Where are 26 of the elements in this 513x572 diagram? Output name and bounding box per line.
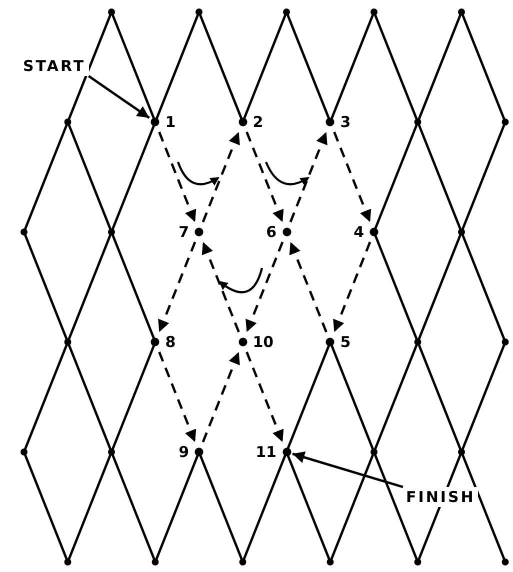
- point-number: 1: [165, 113, 176, 131]
- leader-arrow: [292, 452, 404, 488]
- point-number: 2: [252, 113, 264, 131]
- path-arrow: [246, 132, 284, 222]
- point-number: 7: [178, 223, 189, 241]
- point-number: 5: [340, 333, 351, 351]
- path-arrow: [202, 242, 240, 332]
- point-number: 10: [252, 333, 274, 351]
- path-arrow: [202, 132, 240, 222]
- point-number: 11: [256, 443, 276, 461]
- path-arrow: [246, 242, 284, 332]
- path-arrow: [158, 352, 196, 442]
- point-number: 3: [340, 113, 351, 131]
- point-number: 8: [165, 333, 176, 351]
- leader-arrow: [88, 75, 150, 119]
- path-arrow: [333, 132, 372, 222]
- path-arrow: [158, 132, 196, 222]
- point-number: 6: [266, 223, 276, 241]
- path-arrow: [289, 132, 328, 222]
- path-arrow: [246, 352, 284, 442]
- point-number: 9: [178, 443, 189, 461]
- path-arrow: [333, 242, 372, 332]
- point-number: 4: [354, 223, 364, 241]
- path-arrow: [289, 242, 328, 332]
- path-arrow: [202, 352, 240, 442]
- path-arrow: [158, 242, 196, 332]
